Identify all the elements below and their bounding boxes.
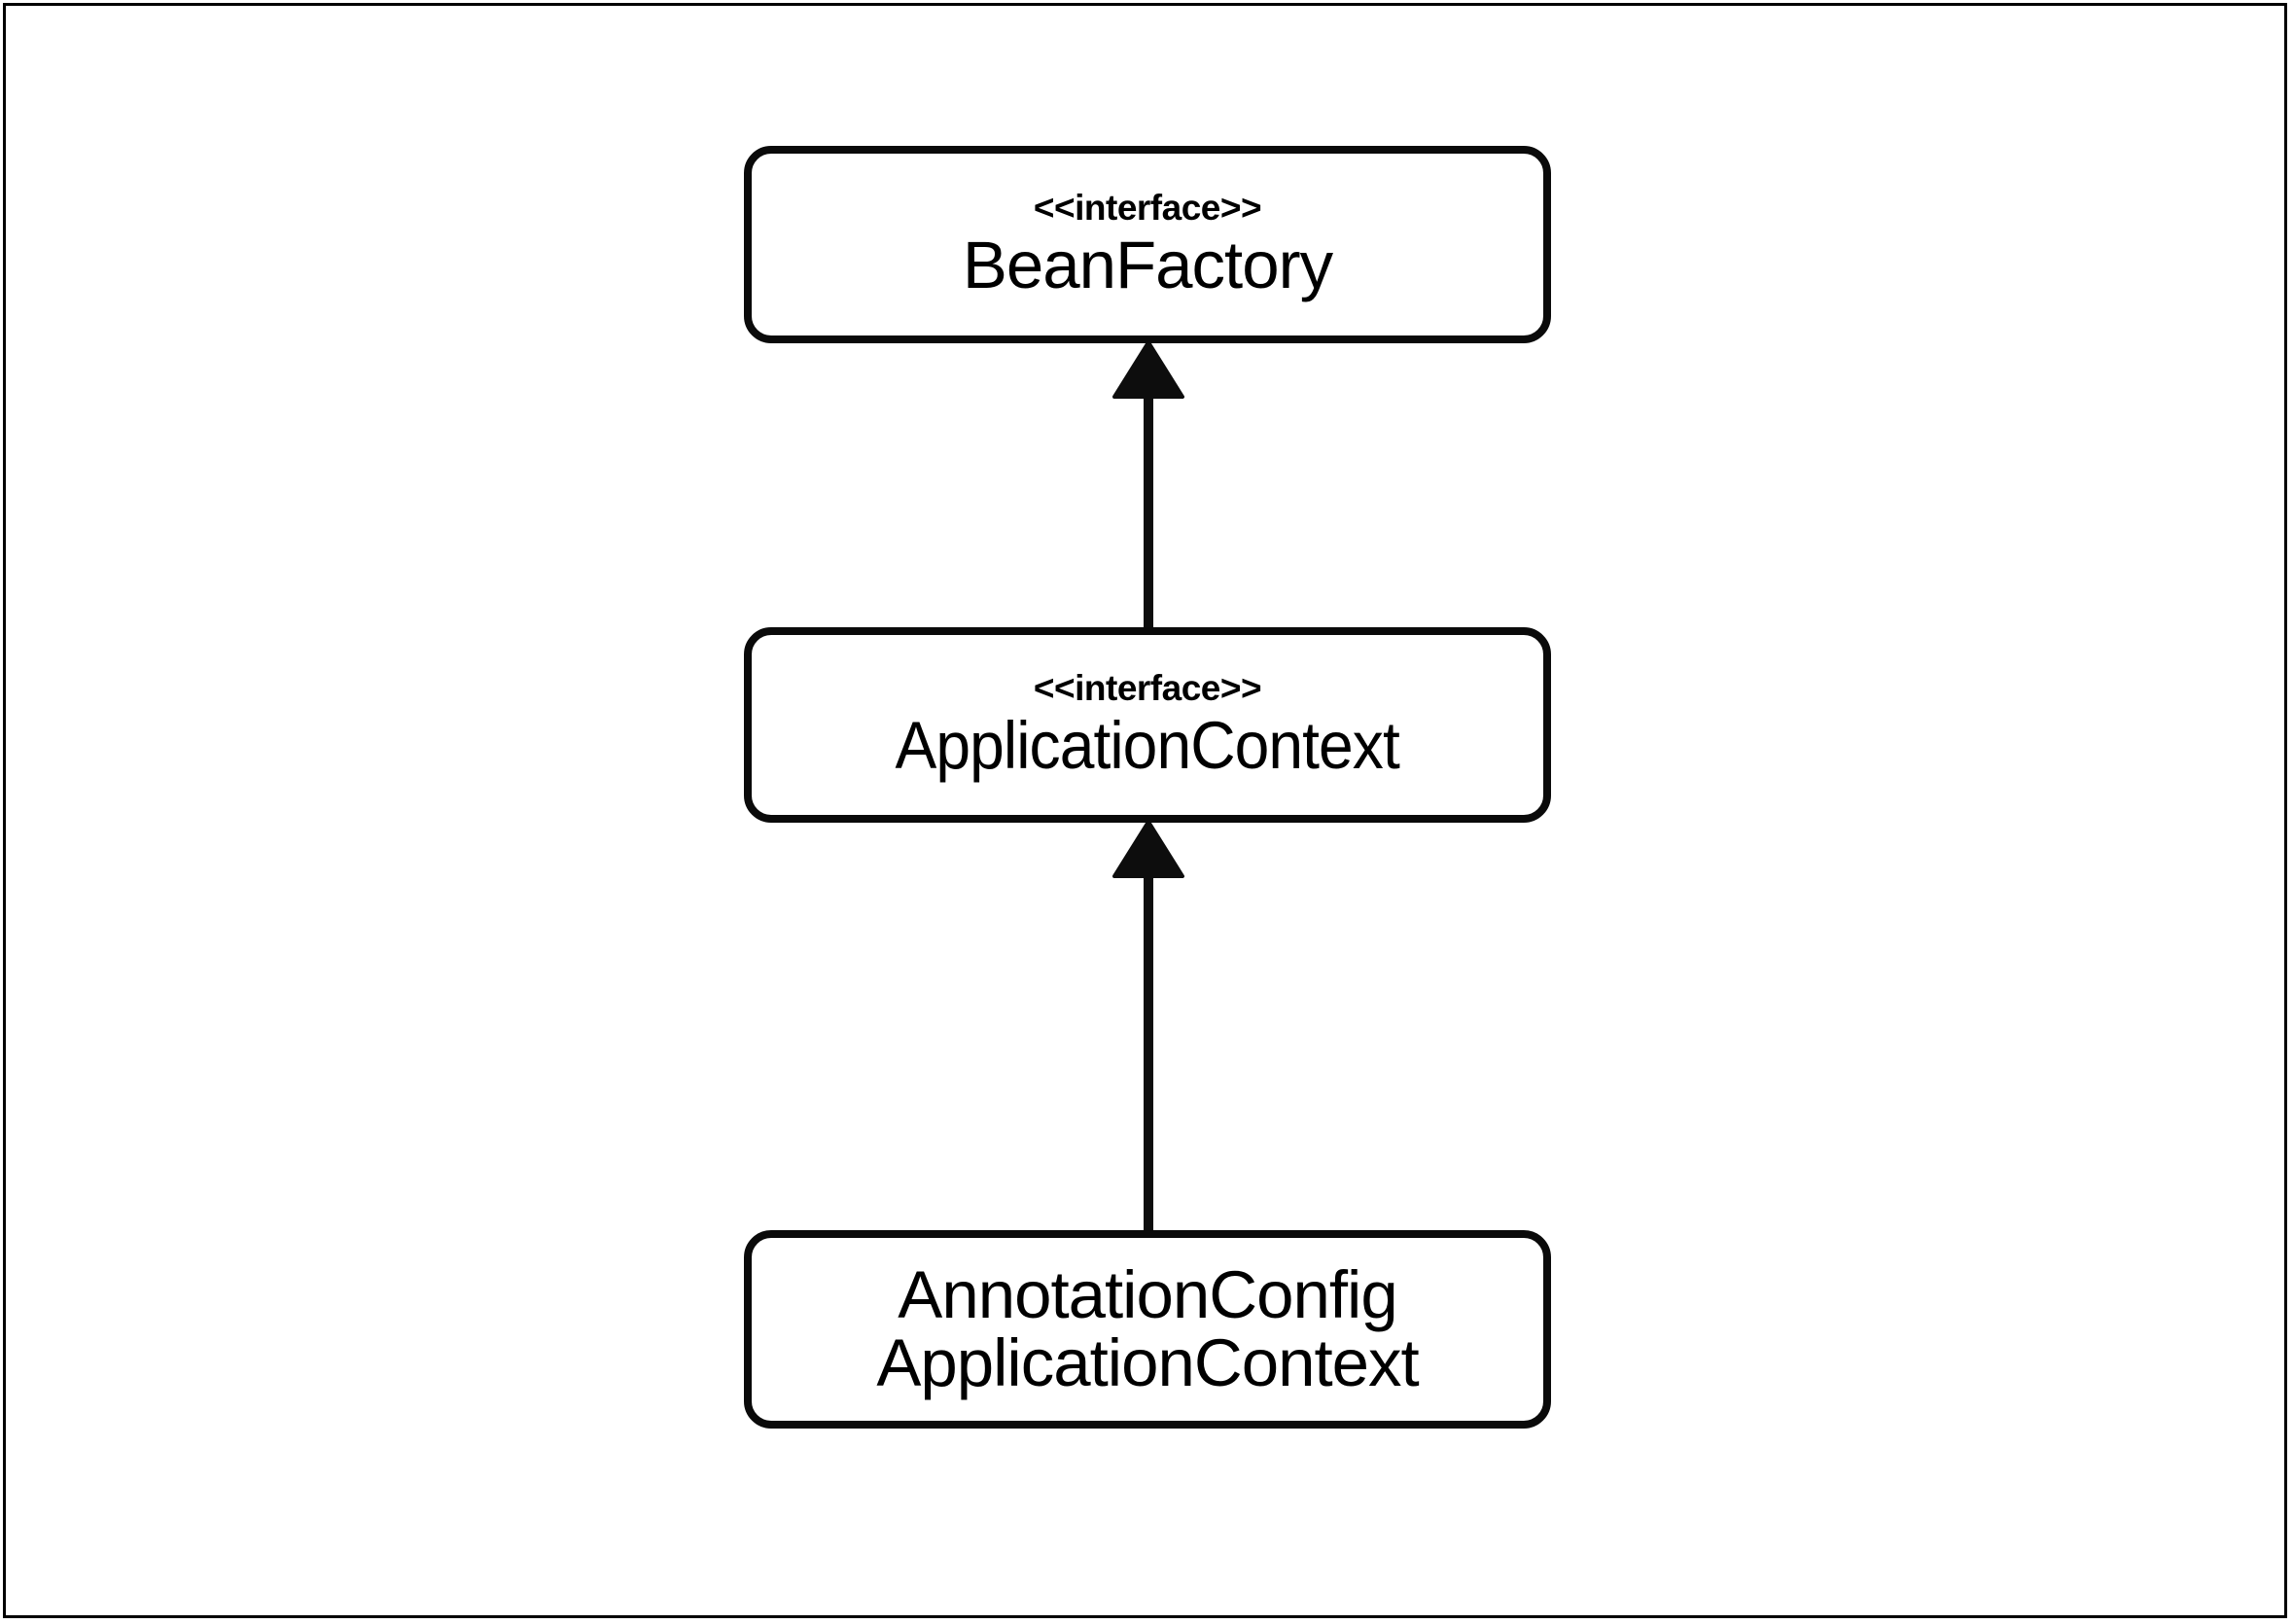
generalization-arrow-annotation-config-application-context-to-application-context	[1104, 820, 1193, 1236]
solid-triangle-arrowhead-icon	[1112, 340, 1184, 399]
generalization-arrow-icon	[1112, 820, 1184, 1236]
uml-class-box-bean-factory[interactable]: <<interface>> BeanFactory	[744, 146, 1551, 343]
uml-class-box-annotation-config-application-context[interactable]: AnnotationConfig ApplicationContext	[744, 1230, 1551, 1429]
solid-triangle-arrowhead-icon	[1112, 820, 1184, 878]
stereotype-label: <<interface>>	[1033, 667, 1262, 708]
class-name-label-line-2: ApplicationContext	[876, 1325, 1419, 1400]
class-name-label-line-1: AnnotationConfig	[898, 1256, 1397, 1332]
class-name-label: ApplicationContext	[895, 707, 1400, 783]
generalization-arrow-application-context-to-bean-factory	[1104, 340, 1193, 632]
generalization-arrow-icon	[1112, 340, 1184, 632]
class-name-label: BeanFactory	[962, 227, 1333, 302]
uml-class-box-application-context[interactable]: <<interface>> ApplicationContext	[744, 627, 1551, 823]
stereotype-label: <<interface>>	[1033, 187, 1262, 228]
